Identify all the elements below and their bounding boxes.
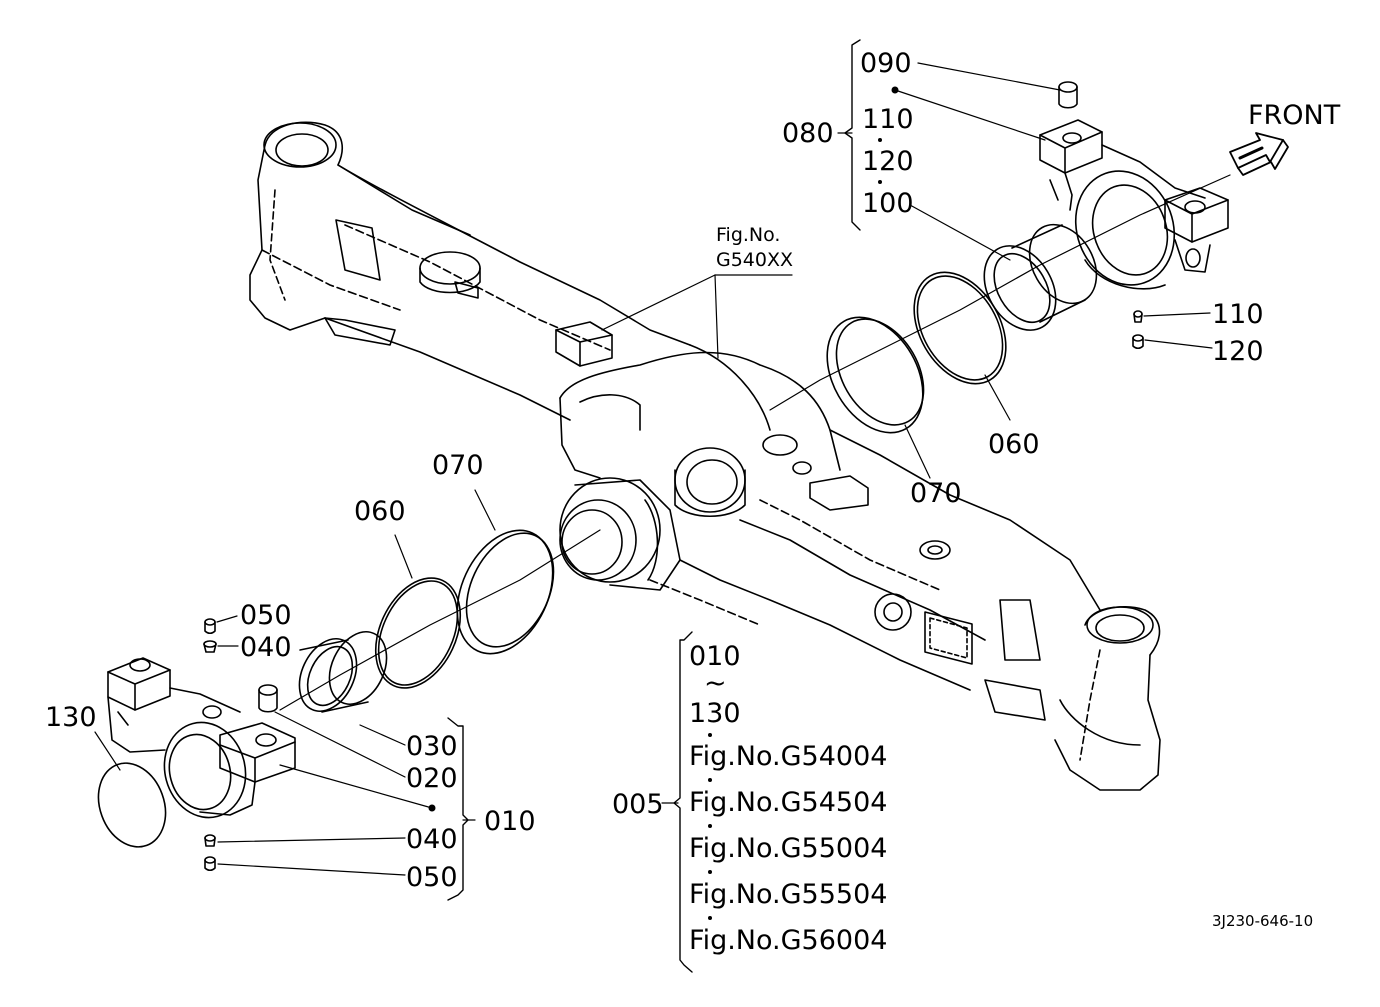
leader-lines (94, 62, 1213, 876)
label-120-right: 120 (1212, 336, 1264, 367)
label-040-top: 040 (240, 632, 292, 663)
label-080: 080 (782, 118, 834, 149)
label-070-left: 070 (432, 450, 484, 481)
label-range-end: 130 (689, 698, 741, 729)
bearing-support-010 (107, 657, 296, 819)
dowel-pin-020 (258, 684, 278, 713)
label-100: 100 (862, 188, 914, 219)
cap-050-bottom (204, 856, 216, 872)
seal-070-right (826, 316, 925, 434)
cap-050-top (204, 618, 216, 635)
label-090: 090 (860, 48, 912, 79)
label-range-tilde: ~ (704, 668, 727, 699)
label-070-right: 070 (910, 478, 962, 509)
label-fig-no-line1: Fig.No. (716, 224, 780, 246)
label-060-left: 060 (354, 496, 406, 527)
label-fig-ref-2: Fig.No.G54504 (689, 787, 887, 818)
fitting-040-top (203, 640, 217, 653)
label-front: FRONT (1248, 100, 1341, 131)
label-130: 130 (45, 702, 97, 733)
bracket-005 (673, 631, 693, 973)
label-020: 020 (406, 763, 458, 794)
label-range-start: 010 (689, 641, 741, 672)
label-120-top: 120 (862, 146, 914, 177)
bushing-030 (298, 631, 388, 713)
o-ring-060-left (374, 577, 462, 689)
bracket-080 (844, 39, 861, 231)
label-005: 005 (612, 789, 664, 820)
label-010: 010 (484, 806, 536, 837)
cap-120-right (1132, 334, 1144, 350)
fitting-040-bottom (204, 834, 216, 847)
dowel-pin-090 (1058, 81, 1078, 109)
label-040-bottom: 040 (406, 824, 458, 855)
bullet-dots (428, 86, 899, 920)
bushing-100 (983, 223, 1098, 331)
label-030: 030 (406, 731, 458, 762)
label-060-right: 060 (988, 429, 1040, 460)
label-drawing-code: 3J230-646-10 (1212, 912, 1313, 930)
label-050-top: 050 (240, 600, 292, 631)
front-direction-arrow (1229, 132, 1289, 176)
label-fig-no-line2: G540XX (716, 249, 793, 271)
label-fig-ref-5: Fig.No.G56004 (689, 925, 887, 956)
axle-housing (249, 121, 1161, 791)
label-050-bottom: 050 (406, 862, 458, 893)
bracket-010 (447, 717, 469, 901)
seal-070-left (456, 529, 555, 655)
grease-fitting-110-right (1133, 310, 1143, 323)
label-110-top: 110 (862, 104, 914, 135)
o-ring-130 (97, 762, 167, 848)
label-fig-ref-3: Fig.No.G55004 (689, 833, 887, 864)
label-110-right: 110 (1212, 299, 1264, 330)
label-fig-ref-4: Fig.No.G55504 (689, 879, 887, 910)
label-fig-ref-1: Fig.No.G54004 (689, 741, 887, 772)
bearing-support-080 (1039, 119, 1229, 290)
o-ring-060-right (913, 271, 1007, 385)
